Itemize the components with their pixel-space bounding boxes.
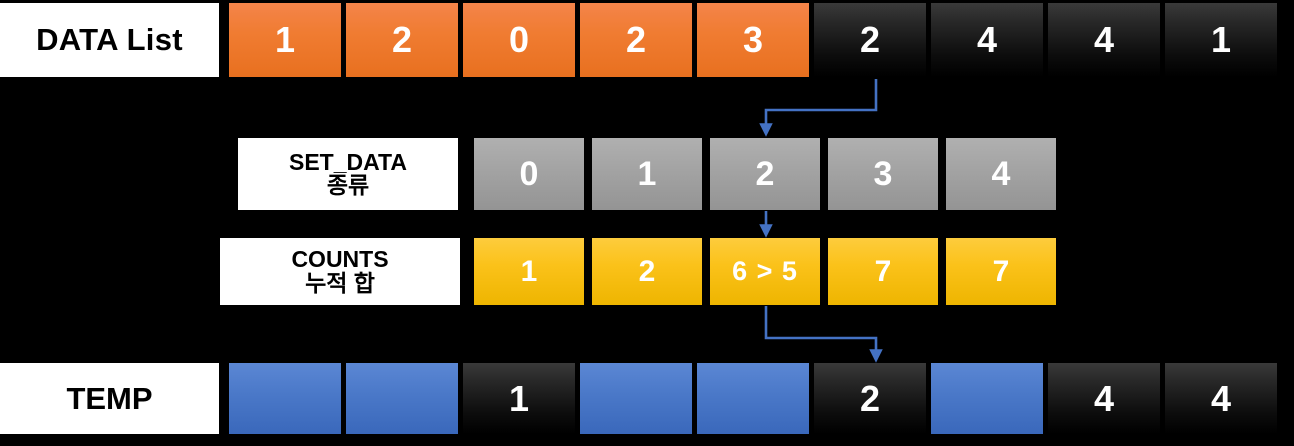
counts-cell-2[interactable]: 6 > 5 [710, 238, 820, 305]
set-data-cell-4[interactable]: 4 [946, 138, 1056, 210]
data-list-cell-1[interactable]: 2 [346, 3, 458, 77]
data-list-cell-6[interactable]: 4 [931, 3, 1043, 77]
data-list-cell-3[interactable]: 2 [580, 3, 692, 77]
counts-cell-0[interactable]: 1 [474, 238, 584, 305]
temp-label-text: TEMP [66, 380, 153, 416]
counts-label: COUNTS 누적 합 [220, 238, 460, 305]
counts-cell-4[interactable]: 7 [946, 238, 1056, 305]
set-data-cell-3[interactable]: 3 [828, 138, 938, 210]
set-data-cell-2[interactable]: 2 [710, 138, 820, 210]
temp-cell-8[interactable]: 4 [1165, 363, 1277, 434]
set-data-label-line2: 종류 [326, 172, 370, 198]
counts-cell-1[interactable]: 2 [592, 238, 702, 305]
set-data-label: SET_DATA 종류 [238, 138, 458, 210]
set-data-label-line1: SET_DATA [289, 148, 407, 175]
counts-label-line2: 누적 합 [305, 269, 375, 296]
temp-cell-2[interactable]: 1 [463, 363, 575, 434]
counts-cell-3[interactable]: 7 [828, 238, 938, 305]
data-list-cell-8[interactable]: 1 [1165, 3, 1277, 77]
counts-label-line1: COUNTS [291, 246, 389, 273]
data-list-cell-4[interactable]: 3 [697, 3, 809, 77]
data-list-cell-5[interactable]: 2 [814, 3, 926, 77]
set-data-cell-1[interactable]: 1 [592, 138, 702, 210]
temp-cell-5[interactable]: 2 [814, 363, 926, 434]
arrow-counts-to-temp [764, 306, 883, 363]
temp-cell-7[interactable]: 4 [1048, 363, 1160, 434]
temp-cell-4[interactable] [697, 363, 809, 434]
data-list-label: DATA List [0, 3, 219, 77]
arrow-data-to-set-data [759, 79, 878, 137]
set-data-cell-0[interactable]: 0 [474, 138, 584, 210]
temp-cell-1[interactable] [346, 363, 458, 434]
data-list-cell-0[interactable]: 1 [229, 3, 341, 77]
temp-cell-0[interactable] [229, 363, 341, 434]
data-list-cell-2[interactable]: 0 [463, 3, 575, 77]
temp-label: TEMP [0, 363, 219, 434]
temp-cell-3[interactable] [580, 363, 692, 434]
data-list-label-text: DATA List [36, 22, 183, 58]
data-list-cell-7[interactable]: 4 [1048, 3, 1160, 77]
temp-cell-6[interactable] [931, 363, 1043, 434]
